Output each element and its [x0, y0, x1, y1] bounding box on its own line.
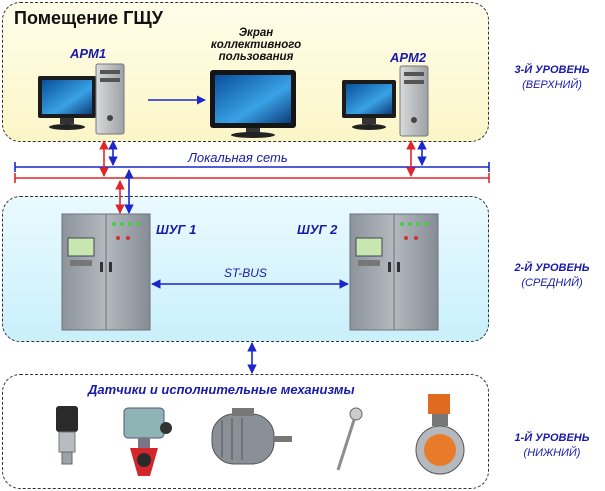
level-2-subtitle: (СРЕДНИЙ)	[521, 277, 583, 289]
thermocouple-icon	[336, 407, 363, 471]
collective-screen-label: Экран коллективного пользования	[196, 27, 316, 63]
shug1-cabinet-icon	[61, 213, 151, 331]
screen-label-line-3: пользования	[218, 51, 294, 63]
arm2-pc-icon	[342, 65, 429, 137]
st-bus-label: ST-BUS	[224, 266, 267, 280]
level-3-subtitle: (ВЕРХНИЙ)	[522, 79, 582, 91]
collective-screen-monitor-icon	[210, 70, 296, 138]
arm1-label: АРМ1	[70, 46, 107, 61]
level-1-title: 1-Й УРОВЕНЬ	[514, 432, 590, 444]
shug2-cabinet-icon	[349, 213, 439, 331]
valve-actuator-icon	[123, 407, 172, 476]
butterfly-valve-icon	[415, 394, 465, 475]
shug1-label: ШУГ 1	[156, 222, 197, 237]
arm1-pc-icon	[38, 63, 125, 135]
arm2-label: АРМ2	[390, 50, 427, 65]
shug2-label: ШУГ 2	[297, 222, 338, 237]
local-network-label: Локальная сеть	[188, 150, 288, 165]
screen-label-line-1: Экран	[238, 27, 274, 39]
level-2-title: 2-Й УРОВЕНЬ	[514, 262, 590, 274]
bottom-zone-title: Датчики и исполнительные механизмы	[88, 382, 355, 397]
pressure-sensor-icon	[56, 406, 78, 465]
level-3-title: 3-Й УРОВЕНЬ	[514, 64, 590, 76]
electric-motor-icon	[211, 408, 292, 465]
screen-label-line-2: коллективного	[210, 39, 302, 51]
level-1-subtitle: (НИЖНИЙ)	[523, 447, 581, 459]
top-zone-title: Помещение ГЩУ	[14, 8, 163, 28]
